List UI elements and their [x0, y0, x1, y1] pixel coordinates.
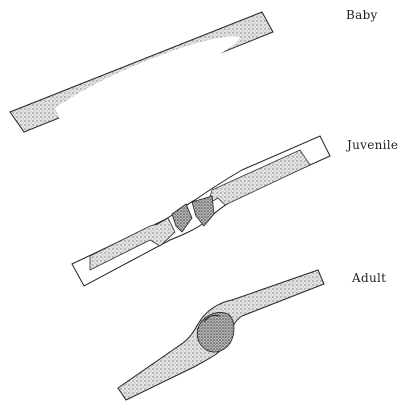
juvenile-upper-shaft: [208, 150, 310, 205]
adult-bone: [118, 270, 324, 400]
baby-cartilage-core: [55, 36, 240, 120]
label-juvenile: Juvenile: [347, 138, 398, 152]
juvenile-bone: [72, 136, 330, 286]
baby-bone: [10, 12, 273, 132]
label-baby: Baby: [346, 8, 378, 22]
label-adult: Adult: [352, 271, 386, 285]
juvenile-lower-shaft: [90, 218, 175, 270]
